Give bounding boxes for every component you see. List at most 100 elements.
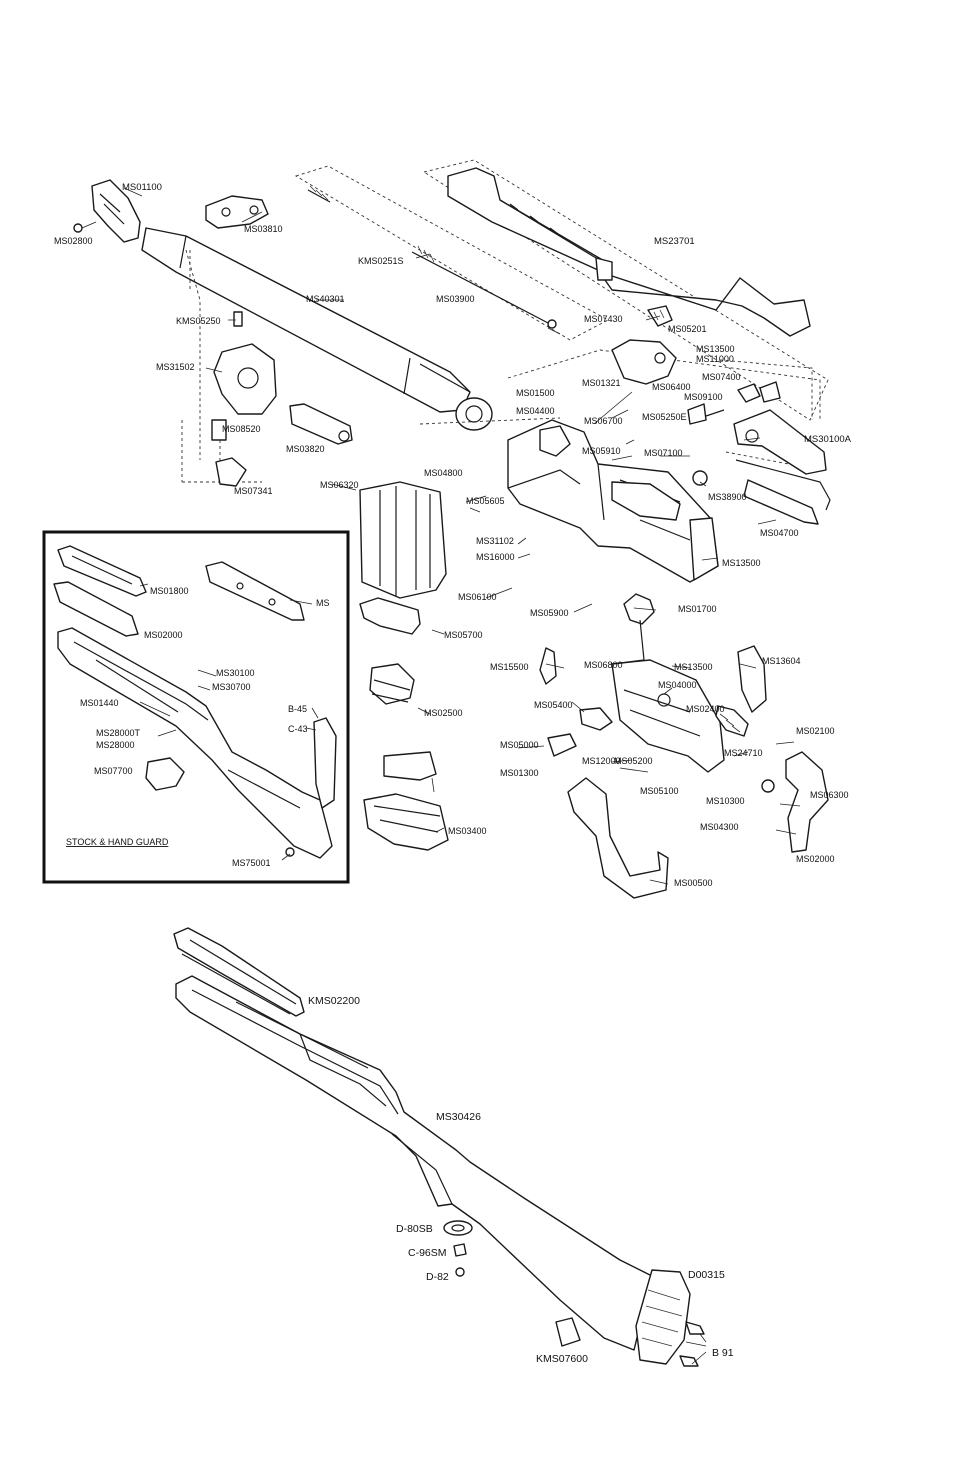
label-ms06400: MS06400: [652, 382, 691, 392]
label-ms02800: MS02800: [54, 236, 93, 246]
label-ms05900: MS05900: [530, 608, 569, 618]
label-ms05000: MS05000: [500, 740, 539, 750]
front-band-part: [181, 343, 277, 487]
inset-label-ms75001: MS75001: [232, 858, 271, 868]
label-ms06300: MS06300: [810, 790, 849, 800]
label-ms07400: MS07400: [702, 372, 741, 382]
inset-label-c43: C-43: [288, 724, 308, 734]
inset-label-ms30700: MS30700: [212, 682, 251, 692]
label-ms07430: MS07430: [584, 314, 623, 324]
label-ms12000: MS12000: [582, 756, 621, 766]
label-ms01500: MS01500: [516, 388, 555, 398]
label-ms03820: MS03820: [286, 444, 325, 454]
label-ms23701: MS23701: [654, 236, 695, 247]
front-sight-part: [73, 179, 141, 243]
label-ms03400: MS03400: [448, 826, 487, 836]
label-ms05910: MS05910: [582, 446, 621, 456]
barrel-part: [141, 227, 493, 460]
label-ms04800: MS04800: [424, 468, 463, 478]
label-ms05100: MS05100: [640, 786, 679, 796]
label-ms08520: MS08520: [222, 424, 261, 434]
inset-labels: MS01800 MS MS02000 MS30100 MS30700 MS014…: [66, 586, 330, 868]
label-ms13500c: MS13500: [674, 662, 713, 672]
bottom-labels: KMS02200 MS30426 D-80SB C-96SM D-82 D003…: [308, 995, 734, 1365]
label-ms40301: MS40301: [306, 294, 345, 304]
label-ms13604: MS13604: [762, 656, 801, 666]
inset-label-b45: B-45: [288, 704, 307, 714]
inset-label-ms01800: MS01800: [150, 586, 189, 596]
label-c96sm: C-96SM: [408, 1247, 447, 1259]
operating-rod-part: [294, 165, 609, 341]
label-d80sb: D-80SB: [396, 1223, 433, 1235]
label-ms07100: MS07100: [644, 448, 683, 458]
trigger-group-part: [539, 593, 829, 899]
inset-label-ms30100: MS30100: [216, 668, 255, 678]
label-ms02400: MS02400: [686, 704, 725, 714]
inset-label-ms28000: MS28000: [96, 740, 135, 750]
gas-lock-part: [205, 195, 269, 229]
label-ms03810: MS03810: [244, 224, 283, 234]
upper-exploded-view: [73, 159, 831, 899]
label-ms01321: MS01321: [582, 378, 621, 388]
label-ms05250e: MS05250E: [642, 412, 687, 422]
label-ms30100a: MS30100A: [804, 434, 852, 445]
firing-pin-part: [692, 359, 831, 525]
bottom-stock-view: [173, 927, 707, 1367]
operating-rod-long-part: [422, 159, 829, 421]
label-ms09100: MS09100: [684, 392, 723, 402]
label-d82: D-82: [426, 1271, 449, 1283]
label-ms11000: MS11000: [696, 354, 734, 364]
label-ms16000: MS16000: [476, 552, 515, 562]
inset-label-ms02000: MS02000: [144, 630, 183, 640]
inset-title: STOCK & HAND GUARD: [66, 837, 169, 847]
label-ms01100: MS01100: [122, 182, 162, 193]
leader-lines: [123, 187, 801, 885]
label-kms07600: KMS07600: [536, 1353, 588, 1365]
receiver-part: [419, 349, 821, 583]
label-ms04400: MS04400: [516, 406, 555, 416]
label-d00315: D00315: [688, 1269, 725, 1281]
label-ms05200: MS05200: [614, 756, 653, 766]
label-ms06800: MS06800: [584, 660, 623, 670]
label-kms0251s: KMS0251S: [358, 256, 404, 266]
label-ms01700: MS01700: [678, 604, 717, 614]
label-ms05400: MS05400: [534, 700, 573, 710]
label-ms00500: MS00500: [674, 878, 713, 888]
label-ms02000: MS02000: [796, 854, 835, 864]
upper-labels: MS01100 MS02800 MS03810 KMS0251S MS23701…: [54, 182, 852, 888]
label-ms31102: MS31102: [476, 536, 514, 546]
label-b91: B 91: [712, 1347, 734, 1359]
label-ms13500: MS13500: [696, 344, 735, 354]
label-ms05201: MS05201: [668, 324, 707, 334]
label-ms13500b: MS13500: [722, 558, 761, 568]
label-ms31502: MS31502: [156, 362, 195, 372]
label-ms01300: MS01300: [500, 768, 539, 778]
label-ms04700: MS04700: [760, 528, 799, 538]
label-ms07341: MS07341: [234, 486, 273, 496]
label-kms02200: KMS02200: [308, 995, 360, 1007]
label-ms02500: MS02500: [424, 708, 463, 718]
label-kms05250: KMS05250: [176, 316, 221, 326]
label-ms03900: MS03900: [436, 294, 475, 304]
inset-label-ms28000t: MS28000T: [96, 728, 141, 738]
inset-label-ms07700: MS07700: [94, 766, 133, 776]
label-ms06320: MS06320: [320, 480, 359, 490]
clip-part: [359, 481, 449, 851]
label-ms38900: MS38900: [708, 492, 747, 502]
stock-hand-guard-inset: [42, 530, 350, 884]
inset-label-ms: MS: [316, 598, 330, 608]
small-parts-center: [233, 311, 353, 445]
label-ms05605: MS05605: [466, 496, 505, 506]
label-ms02100: MS02100: [796, 726, 835, 736]
label-ms10300: MS10300: [706, 796, 745, 806]
label-ms04000: MS04000: [658, 680, 697, 690]
label-ms24710: MS24710: [724, 748, 763, 758]
inset-label-ms01440: MS01440: [80, 698, 119, 708]
label-ms15500: MS15500: [490, 662, 529, 672]
label-ms06700: MS06700: [584, 416, 623, 426]
label-ms30426: MS30426: [436, 1111, 481, 1123]
rear-sight-part: [687, 383, 761, 425]
label-ms05700: MS05700: [444, 630, 483, 640]
